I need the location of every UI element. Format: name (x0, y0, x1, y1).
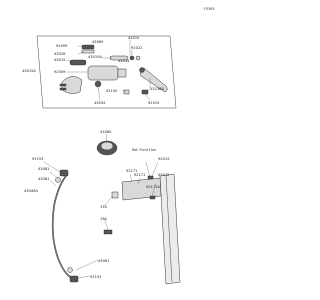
washer-lower (67, 267, 73, 273)
diaphragm (69, 59, 87, 66)
lever-nut (123, 89, 130, 95)
washer-upper (55, 177, 61, 183)
banjo-bolt-upper (59, 169, 69, 177)
lever-pivot-bolt (141, 89, 149, 95)
cylinder-tip (117, 68, 127, 78)
part-label: 92153 (32, 157, 43, 161)
parts-diagram: F0363 4 (22, 7, 215, 285)
part-label: 43015A (88, 55, 102, 59)
bleed-fitting (94, 80, 102, 88)
grommet (111, 191, 119, 199)
part-label: 43015A (22, 69, 36, 73)
part-label: 43015 (128, 36, 139, 40)
part-label: 43015 (54, 58, 65, 62)
part-label: 43081 (38, 177, 49, 181)
part-label: 43034 (94, 101, 106, 105)
spacer (103, 229, 113, 235)
part-label: 92153 (90, 275, 101, 279)
brake-hose-highlight (52, 175, 73, 279)
part-label: 92171A (146, 185, 160, 189)
part-label: 43015 (158, 173, 169, 177)
part-label: 92171 (134, 173, 145, 177)
part-label: 92015 (158, 157, 169, 161)
part-label: 13236A (150, 87, 164, 91)
part-label: 130 (100, 217, 108, 221)
ref-front-fork: Ref. Front Fork (132, 148, 156, 152)
piston-spring (135, 55, 141, 61)
part-label: 130 (100, 205, 108, 209)
brake-hose (51, 175, 73, 279)
bracket-bolt-a (147, 175, 154, 180)
brake-hose-group: Ref. Front Fork 92153 43081 43081 43049A… (24, 130, 181, 285)
fork-outline (165, 175, 173, 283)
hose-bracket (121, 177, 162, 201)
banjo-bolt-lower (69, 275, 79, 283)
cap-plate (81, 49, 95, 54)
part-label: 92150 (106, 89, 118, 93)
master-cylinder-body (87, 65, 119, 81)
part-label: 43081 (38, 167, 49, 171)
handlebar-clamp (61, 76, 83, 94)
bracket-bolt-b (149, 195, 156, 200)
part-label: 43081 (98, 259, 109, 263)
clamp-bolt-a (59, 83, 67, 87)
reservoir-cap (81, 44, 95, 50)
part-label: 92015 (148, 101, 159, 105)
clamp-bolt-b (59, 87, 67, 91)
part-label: 92009 (54, 70, 66, 74)
front-fork (159, 173, 181, 285)
part-label: 92009 (56, 44, 68, 48)
lever-pivot (139, 67, 145, 73)
part-label: 43034 (118, 59, 130, 63)
assembly-box (36, 35, 177, 109)
master-cylinder-group: 43069 43015 92009 43026 43015A 92022 430… (22, 35, 177, 109)
brake-lever (139, 67, 168, 93)
part-label: 92171 (126, 169, 137, 173)
hose-guide-inner (100, 141, 114, 151)
part-label: 43069 (92, 40, 104, 44)
page-code: F0363 (204, 7, 215, 11)
part-label: 43026 (54, 52, 66, 56)
piston-seal (129, 55, 135, 61)
part-label: 43080 (100, 130, 112, 134)
part-label: 43049A (24, 189, 38, 193)
part-label: 92022 (131, 46, 142, 50)
